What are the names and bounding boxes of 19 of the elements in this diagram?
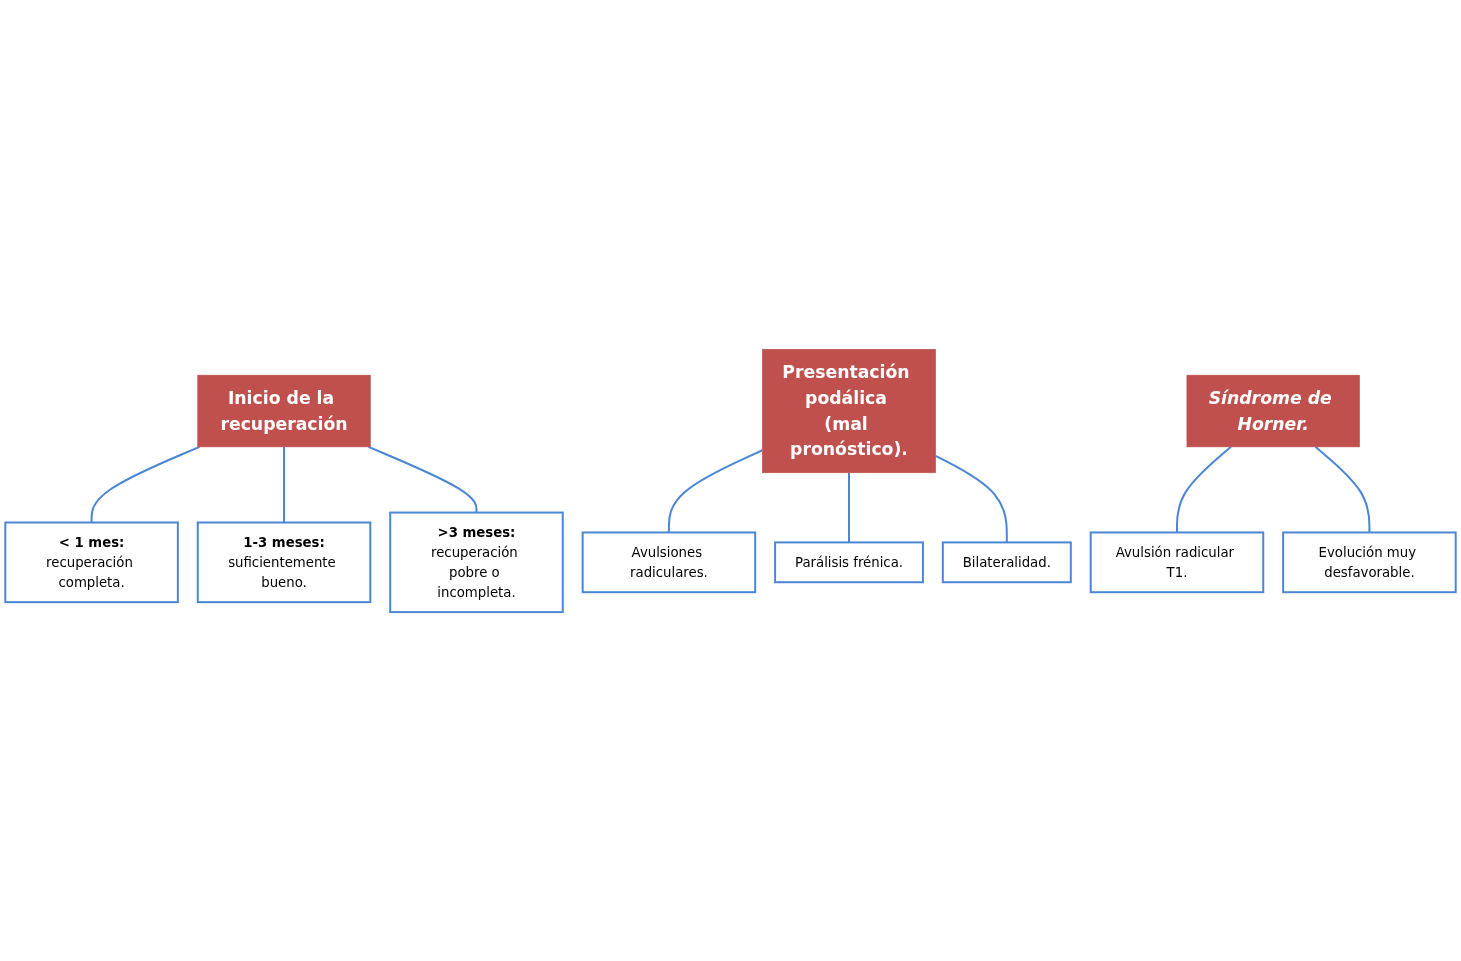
connector bbox=[1175, 445, 1232, 534]
node-box: Presentación podálica (mal pronóstico). bbox=[762, 348, 936, 473]
node-box: >3 meses: recuperación pobre o incompleta. bbox=[389, 511, 564, 613]
node-box: Avulsiones radiculares. bbox=[581, 531, 757, 593]
node-box: < 1 mes: recuperación completa. bbox=[4, 521, 179, 603]
node-box: Parálisis frénica. bbox=[774, 541, 924, 584]
connector bbox=[667, 449, 764, 534]
node-box: Inicio de la recuperación bbox=[197, 374, 371, 447]
node-box: Evolución muy desfavorable. bbox=[1282, 531, 1457, 593]
connector bbox=[848, 471, 850, 544]
node-box: Síndrome de Horner. bbox=[1186, 374, 1360, 447]
connector bbox=[90, 445, 201, 524]
connector bbox=[283, 445, 286, 524]
node-box: Avulsión radicular T1. bbox=[1089, 531, 1265, 593]
connector bbox=[1314, 445, 1371, 534]
connector bbox=[934, 454, 1008, 544]
node-box: Bilateralidad. bbox=[941, 541, 1072, 584]
node-box: 1-3 meses: suficientemente bueno. bbox=[196, 521, 372, 603]
connector bbox=[367, 445, 478, 514]
